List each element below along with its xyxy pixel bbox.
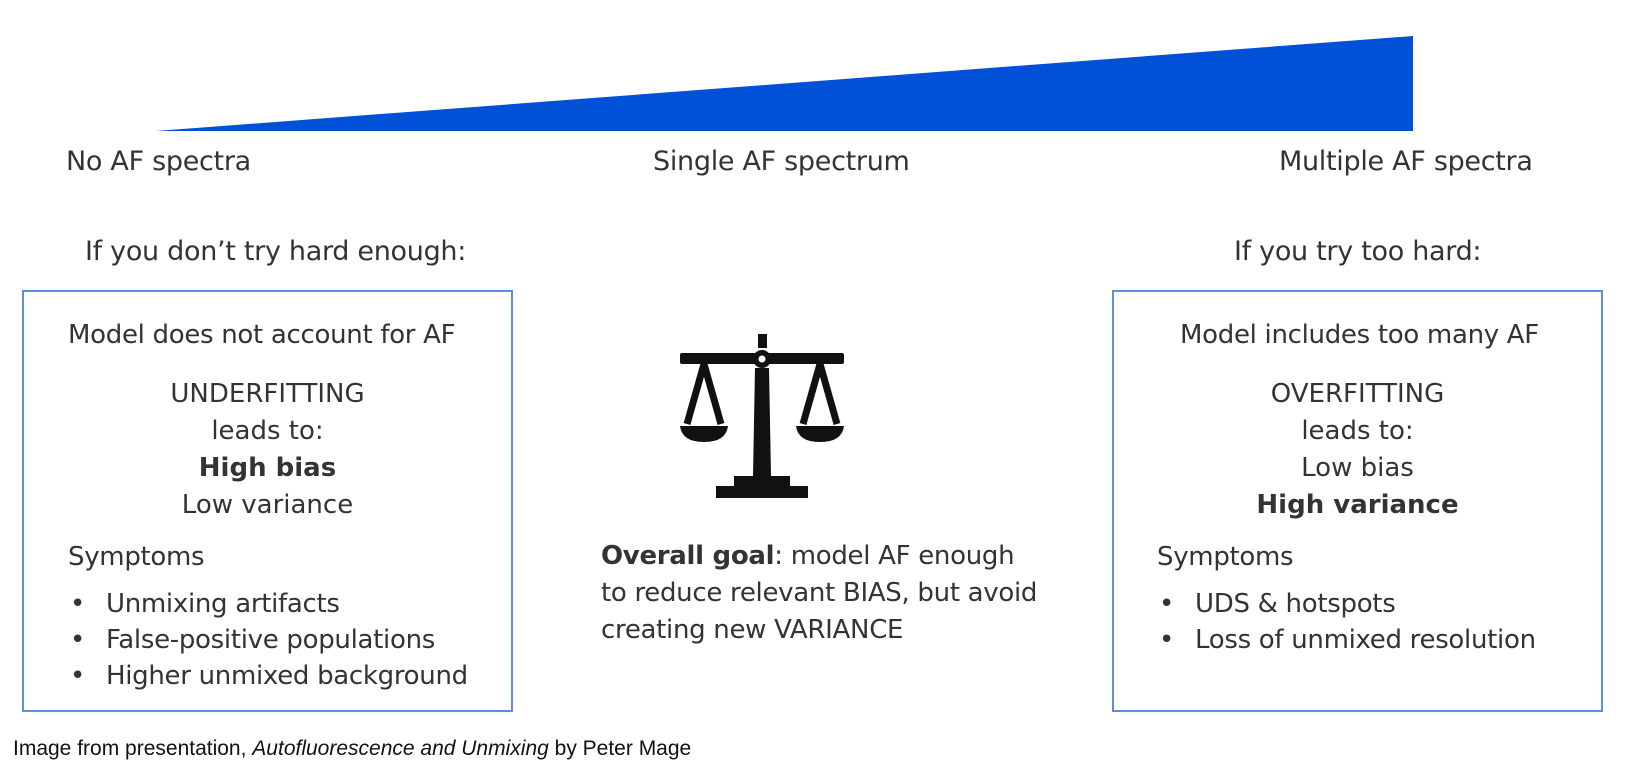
bullet-icon: • [70,625,86,655]
overfit-model-title: Model includes too many AF [1180,320,1539,350]
overfit-variance: High variance [1256,490,1459,520]
underfit-fit-type: UNDERFITTING [170,379,365,409]
underfit-model-title: Model does not account for AF [68,320,456,350]
label-multiple-af-spectra: Multiple AF spectra [1279,146,1533,177]
underfit-symptom-list: • Unmixing artifacts • False-positive popu… [68,586,468,694]
overfit-symptoms-label: Symptoms [1157,542,1294,572]
caption-suffix: by Peter Mage [548,737,692,760]
image-credit-caption: Image from presentation, Autofluorescenc… [13,737,691,761]
caption-prefix: Image from presentation, [13,737,253,760]
symptom-text: Loss of unmixed resolution [1195,625,1536,655]
complexity-wedge [156,36,1413,131]
list-item: • Higher unmixed background [68,658,468,694]
underfit-leads-to: leads to: [211,416,324,446]
overfit-symptom-list: • UDS & hotspots • Loss of unmixed resolut… [1157,586,1536,658]
bullet-icon: • [70,589,86,619]
symptom-text: False-positive populations [106,625,435,655]
underfit-summary: UNDERFITTING leads to: High bias Low var… [24,376,511,524]
list-item: • Unmixing artifacts [68,586,468,622]
list-item: • Loss of unmixed resolution [1157,622,1536,658]
wedge-shape [156,36,1413,131]
overall-goal-text: Overall goal: model AF enough to reduce … [601,538,1041,649]
bullet-icon: • [1159,589,1175,619]
symptom-text: Higher unmixed background [106,661,468,691]
underfitting-box: Model does not account for AF UNDERFITTI… [22,290,513,712]
bullet-icon: • [70,661,86,691]
underfit-variance: Low variance [181,490,354,520]
bullet-icon: • [1159,625,1175,655]
label-no-af-spectra: No AF spectra [66,146,251,177]
symptom-text: Unmixing artifacts [106,589,340,619]
overfit-summary: OVERFITTING leads to: Low bias High vari… [1114,376,1601,524]
underfit-heading: If you don’t try hard enough: [85,236,467,267]
balance-scale-icon [680,334,844,498]
symptom-text: UDS & hotspots [1195,589,1396,619]
overfit-heading: If you try too hard: [1234,236,1482,267]
list-item: • UDS & hotspots [1157,586,1536,622]
overall-goal-body: : model AF enough to reduce relevant BIA… [601,541,1038,645]
overfit-bias: Low bias [1301,453,1414,483]
overfitting-box: Model includes too many AF OVERFITTING l… [1112,290,1603,712]
label-single-af-spectrum: Single AF spectrum [653,146,910,177]
caption-presentation-title: Autofluorescence and Unmixing [252,737,549,760]
overfit-leads-to: leads to: [1301,416,1414,446]
list-item: • False-positive populations [68,622,468,658]
overall-goal-label: Overall goal [601,541,775,571]
underfit-bias: High bias [198,453,337,483]
underfit-symptoms-label: Symptoms [68,542,205,572]
overfit-fit-type: OVERFITTING [1270,379,1445,409]
